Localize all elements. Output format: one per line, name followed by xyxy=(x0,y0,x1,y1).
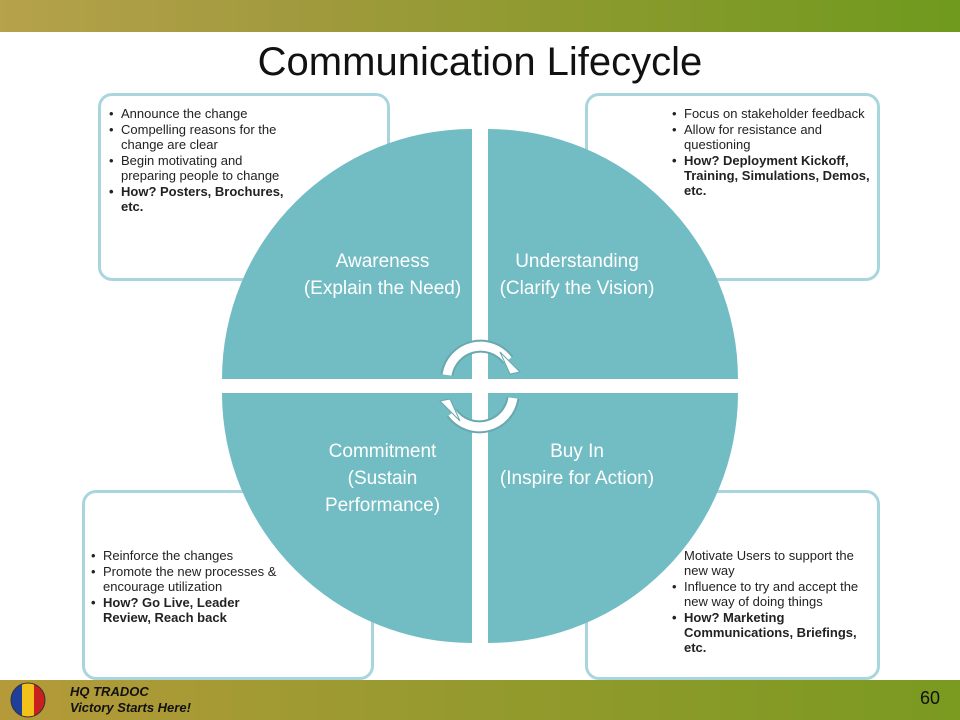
awareness-quadrant xyxy=(222,129,472,379)
bullet-item: Compelling reasons for the change are cl… xyxy=(109,122,294,152)
org-line-1: HQ TRADOC xyxy=(70,684,149,699)
bullet-item: Focus on stakeholder feedback xyxy=(672,106,877,121)
tradoc-logo-icon xyxy=(10,682,46,718)
commitment-quadrant xyxy=(222,393,472,643)
understanding-label: Understanding (Clarify the Vision) xyxy=(497,248,657,302)
bullet-item: How? Marketing Communications, Briefings… xyxy=(672,610,872,655)
quadrant-desc: (Inspire for Action) xyxy=(499,468,655,489)
org-motto: Victory Starts Here! xyxy=(70,700,191,715)
org-name: HQ TRADOC Victory Starts Here! xyxy=(70,684,191,716)
bullet-item: Motivate Users to support the new way xyxy=(672,548,872,578)
quadrant-desc: (Sustain Performance) xyxy=(324,468,441,516)
awareness-label: Awareness (Explain the Need) xyxy=(300,248,465,302)
cycle-arrows-icon xyxy=(438,339,522,434)
quadrant-name: Buy In xyxy=(550,441,604,462)
buyin-quadrant xyxy=(488,393,738,643)
quadrant-desc: (Explain the Need) xyxy=(303,278,462,299)
top-banner xyxy=(0,0,960,32)
quadrant-name: Awareness xyxy=(335,251,430,272)
page-number: 60 xyxy=(920,688,941,708)
footer-banner xyxy=(0,680,960,720)
commitment-label: Commitment (Sustain Performance) xyxy=(300,438,465,519)
bullet-item: Influence to try and accept the new way … xyxy=(672,579,872,609)
bullet-item: Begin motivating and preparing people to… xyxy=(109,153,294,183)
understanding-quadrant xyxy=(488,129,738,379)
bullet-item: How? Posters, Brochures, etc. xyxy=(109,184,294,214)
quadrant-name: Understanding xyxy=(515,251,639,272)
bullet-item: Promote the new processes & encourage ut… xyxy=(91,564,291,594)
bullet-item: How? Go Live, Leader Review, Reach back xyxy=(91,595,291,625)
slide-title: Communication Lifecycle xyxy=(257,40,703,84)
bullet-item: Reinforce the changes xyxy=(91,548,291,563)
quadrant-name: Commitment xyxy=(328,441,437,462)
bullet-item: Announce the change xyxy=(109,106,294,121)
bullet-item: How? Deployment Kickoff, Training, Simul… xyxy=(672,153,877,198)
bullet-item: Allow for resistance and questioning xyxy=(672,122,877,152)
buyin-label: Buy In (Inspire for Action) xyxy=(497,438,657,492)
quadrant-desc: (Clarify the Vision) xyxy=(499,278,655,299)
